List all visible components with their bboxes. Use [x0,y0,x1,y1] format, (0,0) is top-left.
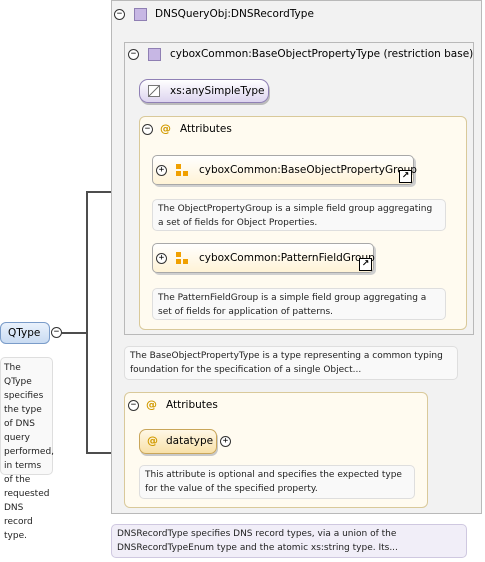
base-type-icon [148,48,161,61]
group-name: cyboxCommon:PatternFieldGroup [199,252,375,264]
at-sign-icon: @ [146,398,157,411]
baseobjectpropertygroup-node[interactable]: + cyboxCommon:BaseObjectPropertyGroup ↗ [152,155,417,185]
group-expand-toggle[interactable]: + [156,165,167,176]
dnsrecordtype-documentation: DNSRecordType specifies DNS record types… [111,524,467,558]
dnsrecordtype-title: DNSQueryObj:DNSRecordType [155,8,314,20]
base-attributes-collapse-toggle[interactable]: − [142,124,153,135]
group-expand-toggle[interactable]: + [156,253,167,264]
base-attributes-label: Attributes [180,123,232,135]
attribute-group-icon [176,252,188,264]
dnsrecordtype-collapse-toggle[interactable]: − [114,9,125,20]
baseobjectpropertygroup-doc: The ObjectPropertyGroup is a simple fiel… [152,199,446,231]
qtype-element-node[interactable]: QType [0,322,50,344]
datatype-attribute-node[interactable]: @ datatype [139,429,217,454]
datatype-expand-toggle[interactable]: + [220,436,231,447]
complex-type-icon [134,8,147,21]
own-attributes-label: Attributes [166,399,218,411]
base-type-title: cyboxCommon:BaseObjectPropertyType (rest… [170,48,474,60]
own-attributes-collapse-toggle[interactable]: − [128,400,139,411]
patternfieldgroup-doc: The PatternFieldGroup is a simple field … [152,288,446,320]
connector-trunk [86,191,88,454]
at-sign-icon: @ [147,434,158,447]
at-sign-icon: @ [160,122,171,135]
connector-root [62,332,87,334]
patternfieldgroup-node[interactable]: + cyboxCommon:PatternFieldGroup ↗ [152,243,375,273]
base-type-documentation: The BaseObjectPropertyType is a type rep… [124,346,458,380]
base-type-collapse-toggle[interactable]: − [128,49,139,60]
simple-type-label: xs:anySimpleType [170,85,265,97]
qtype-element-label: QType [8,327,41,339]
qtype-collapse-toggle[interactable]: − [51,327,62,338]
simple-type-icon [148,85,160,97]
group-name: cyboxCommon:BaseObjectPropertyGroup [199,164,417,176]
anysimpletype-node[interactable]: xs:anySimpleType [139,79,269,103]
qtype-documentation: The QType specifies the type of DNS quer… [0,357,54,541]
shortcut-arrow-icon[interactable]: ↗ [359,258,372,271]
connector-to-base [86,191,126,193]
datatype-documentation: This attribute is optional and specifies… [139,465,415,499]
attribute-group-icon [176,164,188,176]
shortcut-arrow-icon[interactable]: ↗ [399,170,412,183]
datatype-label: datatype [166,435,214,447]
